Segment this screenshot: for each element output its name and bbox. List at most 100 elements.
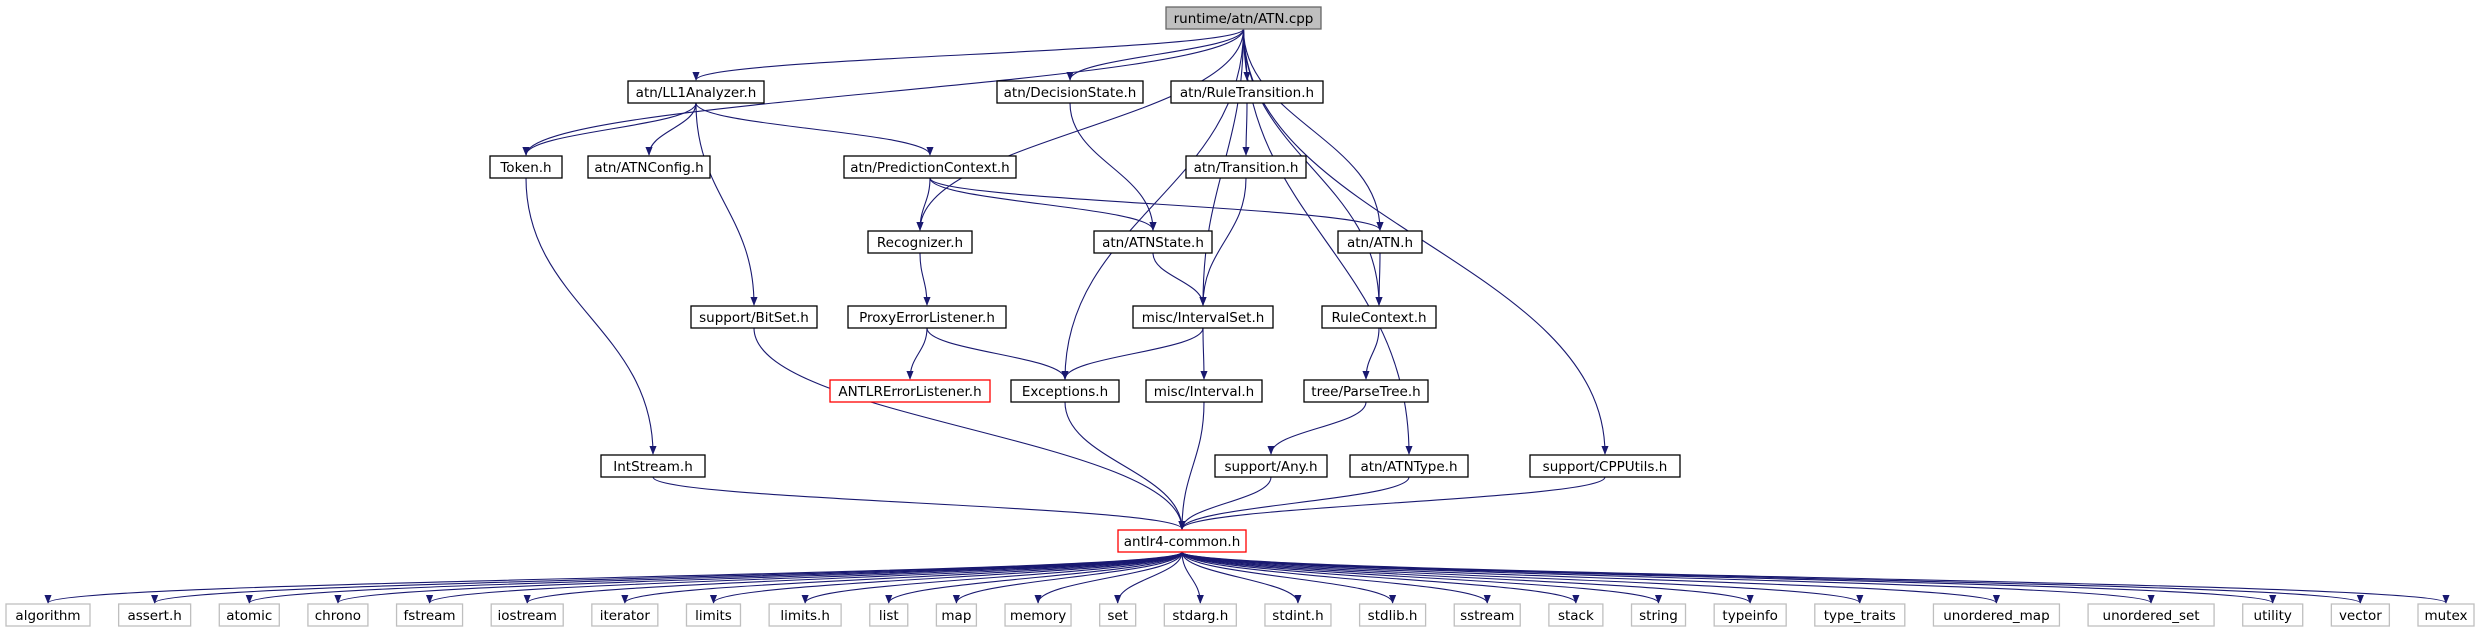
edge-atn_cpp-to-recognizer <box>916 28 1245 231</box>
node-label: fstream <box>404 608 456 624</box>
node-unordered-map: unordered_map <box>1932 603 2061 627</box>
node-token[interactable]: Token.h <box>489 155 563 179</box>
edge-common-to-memory <box>1034 551 1183 604</box>
edge-common-to-list <box>885 551 1183 604</box>
node-box <box>1529 454 1681 478</box>
node-common[interactable]: antlr4-common.h <box>1117 529 1247 553</box>
node-label: misc/IntervalSet.h <box>1142 310 1265 326</box>
node-stdint: stdint.h <box>1264 603 1332 627</box>
node-label: iterator <box>600 608 651 624</box>
node-interval[interactable]: misc/Interval.h <box>1145 379 1263 403</box>
node-label: ProxyErrorListener.h <box>859 310 995 326</box>
node-box <box>591 603 659 627</box>
node-label: stack <box>1558 608 1594 624</box>
node-assert: assert.h <box>117 603 192 627</box>
node-label: ANTLRErrorListener.h <box>838 384 981 400</box>
edge-common-to-stdlib <box>1181 551 1397 604</box>
node-box <box>1185 155 1307 179</box>
node-box <box>395 603 464 627</box>
edge-transition-to-intervalset <box>1199 177 1247 306</box>
node-cpputils[interactable]: support/CPPUtils.h <box>1529 454 1681 478</box>
edge-common-to-mutex <box>1181 551 2450 604</box>
node-label: atn/LL1Analyzer.h <box>636 85 757 101</box>
edge-any-to-common <box>1178 476 1272 530</box>
edge-common-to-chrono <box>334 551 1183 604</box>
node-rulectx[interactable]: RuleContext.h <box>1321 305 1437 329</box>
node-box <box>587 155 711 179</box>
node-box <box>768 603 842 627</box>
node-label: stdint.h <box>1272 608 1323 624</box>
edge-exceptions-to-common <box>1064 401 1186 530</box>
node-label: sstream <box>1460 608 1514 624</box>
node-ll1[interactable]: atn/LL1Analyzer.h <box>627 80 765 104</box>
node-label: Recognizer.h <box>877 235 963 251</box>
node-intervalset[interactable]: misc/IntervalSet.h <box>1132 305 1274 329</box>
node-label: support/BitSet.h <box>699 310 809 326</box>
edge-common-to-limits_h <box>801 551 1183 604</box>
node-box <box>1349 454 1469 478</box>
edge-common-to-iterator <box>621 551 1183 604</box>
node-box <box>1010 379 1120 403</box>
node-exceptions[interactable]: Exceptions.h <box>1010 379 1120 403</box>
edge-common-to-sstream <box>1181 551 1491 604</box>
node-label: mutex <box>2424 608 2467 624</box>
node-box <box>1321 305 1437 329</box>
node-recognizer[interactable]: Recognizer.h <box>867 230 973 254</box>
node-box <box>218 603 280 627</box>
node-parsetree[interactable]: tree/ParseTree.h <box>1303 379 1429 403</box>
edge-ll1-to-atnconfig <box>645 102 697 156</box>
node-box <box>690 305 818 329</box>
node-typeinfo: typeinfo <box>1713 603 1787 627</box>
node-label: type_traits <box>1824 608 1896 624</box>
node-antlrerr[interactable]: ANTLRErrorListener.h <box>829 379 991 403</box>
edge-intstream-to-common <box>652 476 1186 530</box>
node-proxy[interactable]: ProxyErrorListener.h <box>847 305 1007 329</box>
node-predctx[interactable]: atn/PredictionContext.h <box>843 155 1017 179</box>
node-chrono: chrono <box>307 603 369 627</box>
node-label: runtime/atn/ATN.cpp <box>1174 11 1314 27</box>
node-box <box>2087 603 2215 627</box>
edge-common-to-type_traits <box>1181 551 1864 604</box>
edge-parsetree-to-any <box>1267 401 1367 455</box>
edges-layer <box>44 28 2450 604</box>
node-atnconfig[interactable]: atn/ATNConfig.h <box>587 155 711 179</box>
node-label: atn/ATNState.h <box>1102 235 1204 251</box>
edge-common-to-string <box>1181 551 1662 604</box>
edge-predctx-to-atnstate <box>929 177 1157 231</box>
node-atntype[interactable]: atn/ATNType.h <box>1349 454 1469 478</box>
node-box <box>1093 230 1213 254</box>
node-utility: utility <box>2242 603 2304 627</box>
node-any[interactable]: support/Any.h <box>1214 454 1328 478</box>
node-ruletrans[interactable]: atn/RuleTransition.h <box>1170 80 1324 104</box>
node-box <box>600 454 706 478</box>
node-limits-h: limits.h <box>768 603 842 627</box>
node-intstream[interactable]: IntStream.h <box>600 454 706 478</box>
edge-common-to-map <box>952 551 1183 604</box>
edge-ll1-to-predctx <box>695 102 934 156</box>
node-map: map <box>935 603 978 627</box>
edge-common-to-iostream <box>523 551 1183 604</box>
node-label: stdlib.h <box>1368 608 1418 624</box>
node-box <box>867 230 973 254</box>
node-decstate[interactable]: atn/DecisionState.h <box>996 80 1144 104</box>
edge-rulectx-to-parsetree <box>1362 327 1380 380</box>
node-box <box>1303 379 1429 403</box>
node-label: set <box>1107 608 1128 624</box>
node-atnstate[interactable]: atn/ATNState.h <box>1093 230 1213 254</box>
node-box <box>685 603 742 627</box>
node-label: atomic <box>226 608 272 624</box>
node-label: limits <box>695 608 732 624</box>
node-list: list <box>869 603 909 627</box>
nodes-layer: runtime/atn/ATN.cpp atn/LL1Analyzer.h atn/… <box>5 6 2475 627</box>
node-label: atn/Transition.h <box>1194 160 1299 176</box>
node-atn-cpp[interactable]: runtime/atn/ATN.cpp <box>1165 6 1322 30</box>
node-bitset[interactable]: support/BitSet.h <box>690 305 818 329</box>
node-atn-h[interactable]: atn/ATN.h <box>1337 230 1423 254</box>
node-box <box>1145 379 1263 403</box>
node-transition[interactable]: atn/Transition.h <box>1185 155 1307 179</box>
node-box <box>627 80 765 104</box>
edge-recognizer-to-proxy <box>919 252 931 306</box>
node-label: assert.h <box>127 608 181 624</box>
edge-common-to-atomic <box>246 551 1183 604</box>
